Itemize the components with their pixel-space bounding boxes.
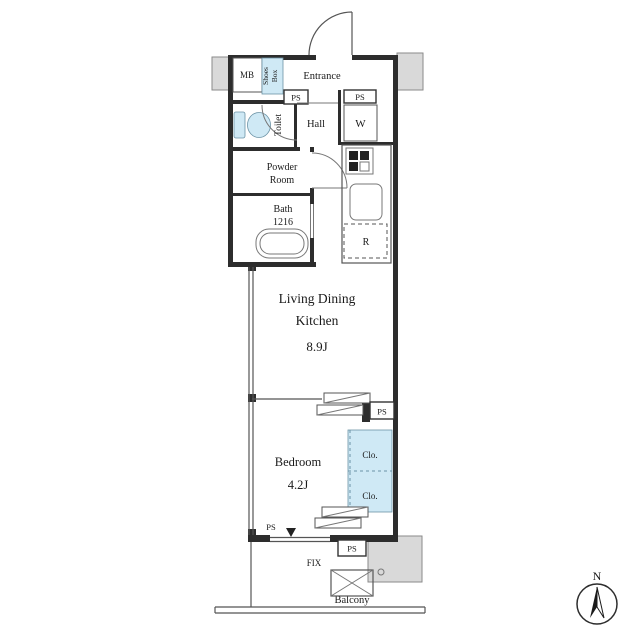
bedroom-label: Bedroom	[275, 455, 322, 469]
wall-bottom-right	[330, 535, 398, 542]
meter-box	[232, 57, 263, 93]
powder-room-label-1: Powder	[267, 162, 298, 173]
compass-needle-dark	[590, 587, 597, 618]
washing-machine-label: W	[355, 118, 366, 130]
ldk-label-1: Living Dining	[279, 291, 356, 306]
bath-label-2: 1216	[273, 217, 293, 228]
closet: Clo. Clo.	[347, 429, 393, 513]
ldk-size-label: 8.9J	[306, 339, 327, 354]
entrance-door	[308, 11, 353, 56]
balcony-drain	[377, 568, 385, 576]
toilet-door-arc	[261, 104, 298, 141]
hall-label: Hall	[307, 119, 325, 130]
pipe-space-entrance-label: PS	[291, 93, 301, 103]
ldk-bedroom-divider	[252, 392, 371, 416]
toilet-label: Toilet	[274, 114, 284, 136]
closet-lower-label: Clo.	[362, 491, 377, 501]
wall-top-right	[352, 55, 398, 60]
wall-left-upper	[228, 55, 233, 267]
sliding-door-panel-lower	[316, 404, 364, 416]
closet-upper-label: Clo.	[362, 450, 377, 460]
pipe-space-bottom-label: PS	[347, 544, 357, 554]
wall-window-stub-bottom	[248, 529, 256, 537]
stove-icon	[345, 147, 374, 175]
entrance-label: Entrance	[303, 71, 341, 82]
wall-right	[393, 55, 398, 538]
compass-needle-light	[596, 586, 605, 619]
pipe-space-entrance	[283, 89, 309, 105]
bedroom-sliding-panels	[314, 506, 369, 529]
pipe-space-bedroom-label: PS	[266, 522, 276, 532]
compass: N	[576, 569, 618, 625]
shoes-box-label-2: Box	[270, 70, 279, 83]
wall-entrance-divider	[228, 100, 285, 104]
balcony-rail	[214, 542, 426, 614]
wall-window-stub-top	[248, 263, 256, 271]
kitchen-sink	[349, 183, 383, 221]
powder-room-door	[309, 152, 348, 189]
block-bottom-right	[367, 535, 423, 583]
bath-label-1: Bath	[274, 204, 293, 215]
sliding-door-panel-upper-2	[321, 506, 369, 518]
bath-door	[309, 204, 315, 238]
compass-north-label: N	[593, 569, 602, 583]
refrigerator-space	[343, 223, 388, 259]
pipe-space-bottom	[337, 539, 367, 557]
west-window	[248, 267, 254, 535]
south-windows	[270, 528, 330, 543]
balcony-label: Balcony	[335, 595, 371, 606]
pipe-space-divider	[369, 401, 395, 420]
shoes-box-label-1: Shoes	[261, 67, 270, 85]
wall-divider-stub	[362, 396, 370, 422]
toilet-fixture	[233, 111, 271, 139]
wall-washer-left	[338, 90, 341, 145]
evacuation-hatch	[330, 569, 374, 597]
wall-top-left	[228, 55, 316, 60]
sliding-door-panel-lower-2	[314, 517, 362, 529]
refrigerator-label: R	[363, 237, 370, 248]
block-top-right	[396, 52, 424, 91]
sliding-door-panel-upper	[323, 392, 371, 404]
powder-room-label-2: Room	[270, 175, 295, 186]
pipe-space-washer-label: PS	[355, 92, 365, 102]
ldk-label-2: Kitchen	[296, 313, 339, 328]
wall-window-stub-mid	[248, 394, 256, 402]
wall-bottom-left	[248, 535, 270, 542]
wall-toilet-powder-divider	[228, 147, 300, 151]
wall-powder-bath-divider	[233, 193, 312, 196]
fix-window-label: FIX	[307, 558, 322, 568]
washing-machine	[343, 104, 378, 142]
bathtub	[255, 228, 309, 259]
wall-washer-bottom	[338, 142, 398, 145]
pipe-space-washer	[343, 89, 377, 104]
pipe-space-divider-label: PS	[377, 407, 387, 417]
wall-bath-bottom	[228, 262, 316, 267]
shoes-box	[261, 57, 284, 95]
meter-box-label: MB	[240, 70, 254, 80]
wall-toilet-right	[294, 100, 297, 147]
bedroom-size-label: 4.2J	[288, 478, 309, 492]
door-direction-marker	[286, 528, 296, 537]
kitchen-counter	[341, 144, 392, 264]
